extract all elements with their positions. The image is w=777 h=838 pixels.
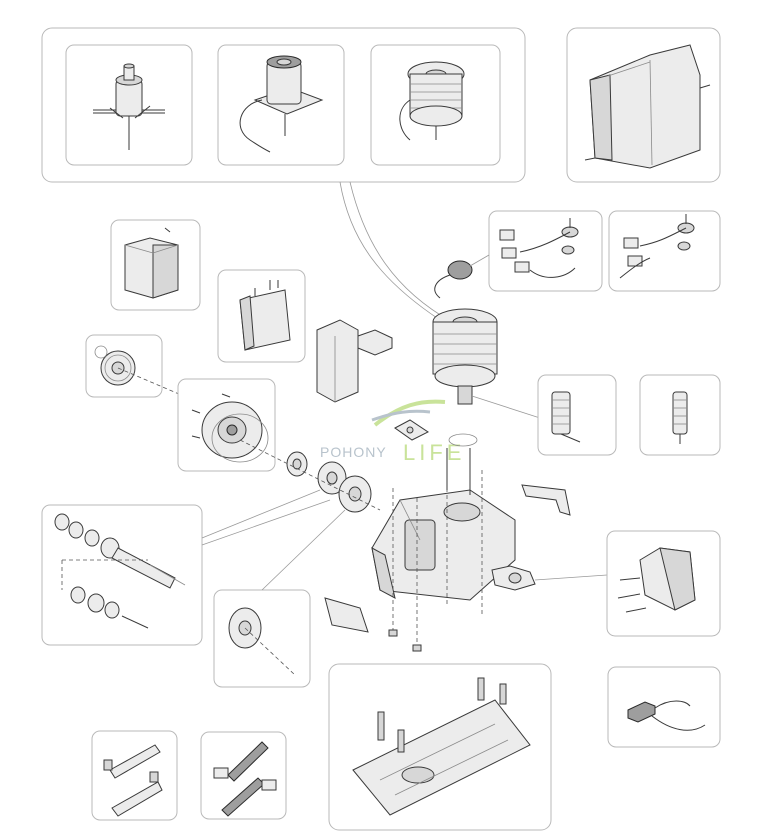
pinion-gear-panel (85, 334, 241, 421)
base-plate-panel (328, 663, 552, 831)
cover-panel (566, 27, 721, 183)
limit-switch-assembly-alt-panel (608, 210, 721, 292)
motor-stator-panel (370, 44, 501, 166)
small-bracket (394, 419, 429, 441)
gear-housing-flange-panel (177, 378, 276, 472)
brand-watermark: POHONY LIFE (320, 399, 465, 465)
control-box-panel (110, 219, 201, 311)
motor-on-plate-panel (217, 44, 345, 166)
cable-coil (434, 254, 490, 299)
limit-switch-assembly-panel (488, 210, 603, 292)
housing-cap (324, 597, 369, 633)
connector-block (316, 319, 393, 403)
gearbox-motor-assembly (432, 308, 541, 419)
drive-couplings (239, 439, 381, 513)
motor-with-bracket-panel (65, 44, 193, 166)
release-lever-panel (606, 530, 721, 637)
watermark-brand-right: LIFE (403, 440, 465, 465)
spring-small-panel (537, 374, 617, 456)
main-housing (371, 448, 516, 652)
drive-gear-panel (213, 509, 346, 688)
cable-switch-panel (607, 666, 721, 748)
mounting-bracket-panel (217, 269, 306, 363)
rack-bracket-pair-panel (91, 730, 178, 821)
watermark-brand-left: POHONY (320, 444, 387, 460)
release-lever (491, 565, 608, 591)
release-handle (521, 484, 571, 516)
shaft-bearings-kit-panel (41, 489, 331, 646)
rack-bar-pair-panel (200, 731, 287, 820)
spring-tall-panel (639, 374, 721, 456)
o-ring (448, 433, 478, 447)
